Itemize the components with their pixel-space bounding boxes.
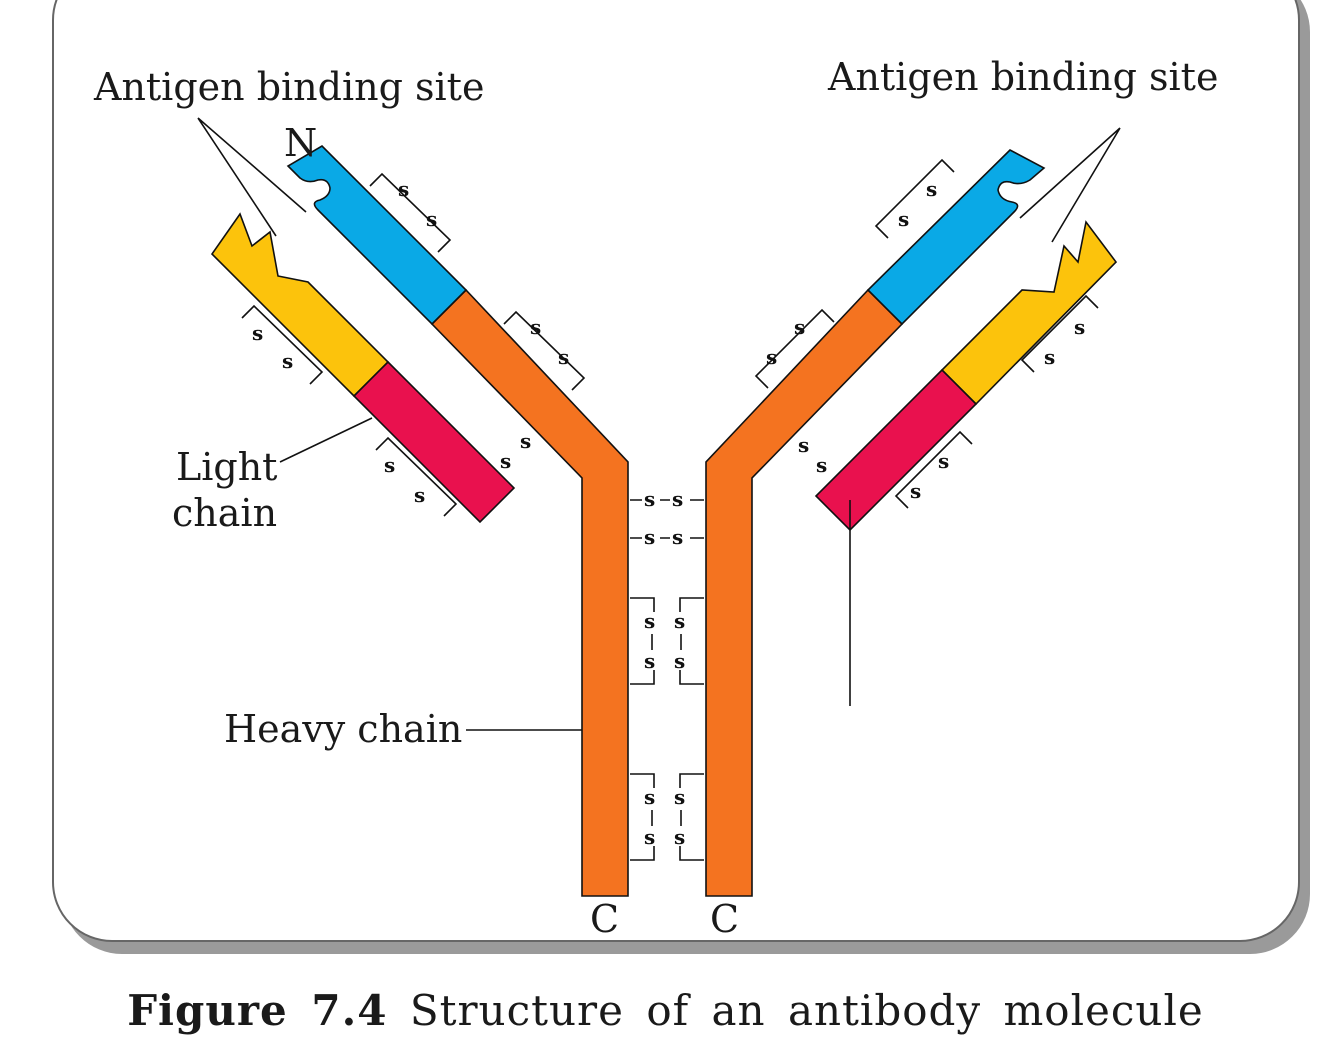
disulfide-brackets-arms: s s s s s s s s s s s s s s s s s s s s	[241, 158, 1099, 517]
figure-number: Figure 7.4	[127, 986, 388, 1035]
c-terminus-left-label: C	[590, 897, 619, 941]
ss-label: s	[426, 207, 437, 231]
ss-label: s	[644, 825, 655, 849]
left-arm	[210, 144, 629, 897]
ss-label: s	[644, 785, 655, 809]
antigen-binding-site-right-label: Antigen binding site	[827, 55, 1218, 99]
left-light-chain-constant	[352, 360, 516, 524]
light-chain-label-line1: Light	[176, 445, 277, 489]
ss-label: s	[798, 433, 809, 457]
antibody-diagram: s s s s s s s s s s s s s s s s s s s s	[93, 55, 1218, 941]
ss-label: s	[766, 345, 777, 369]
right-arm	[705, 149, 1118, 897]
ss-label: s	[938, 449, 949, 473]
left-heavy-chain-constant	[430, 288, 629, 897]
ss-label: s	[644, 649, 655, 673]
ss-label: s	[674, 649, 685, 673]
ss-label: s	[926, 177, 937, 201]
right-light-chain-constant	[814, 368, 978, 532]
ss-label: s	[644, 525, 655, 549]
left-heavy-chain-variable	[286, 144, 468, 326]
figure-caption: Figure 7.4 Structure of an antibody mole…	[0, 986, 1331, 1035]
ss-label: s	[674, 825, 685, 849]
antigen-binding-site-left-label: Antigen binding site	[93, 65, 484, 109]
ss-label: s	[816, 453, 827, 477]
ss-label: s	[794, 315, 805, 339]
ss-label: s	[252, 321, 263, 345]
ss-label: s	[530, 315, 541, 339]
ss-label: s	[898, 207, 909, 231]
figure-caption-text: Structure of an antibody molecule	[409, 986, 1204, 1035]
ss-label: s	[644, 487, 655, 511]
ss-label: s	[674, 785, 685, 809]
light-chain-label-line2: chain	[172, 491, 277, 535]
diagram-frame	[52, 0, 1300, 942]
ss-label: s	[910, 479, 921, 503]
ss-label: s	[398, 177, 409, 201]
ss-label: s	[414, 483, 425, 507]
ss-label: s	[674, 609, 685, 633]
ss-label: s	[558, 345, 569, 369]
ss-label: s	[672, 487, 683, 511]
n-terminus-label: N	[284, 121, 317, 165]
disulfide-brackets-hinge: s s s s s s s s s s s s	[630, 487, 704, 861]
heavy-chain-label: Heavy chain	[224, 707, 462, 751]
right-heavy-chain-constant	[705, 288, 904, 897]
leader-lines	[197, 117, 1121, 731]
right-light-chain-variable	[940, 220, 1118, 406]
ss-label: s	[500, 449, 511, 473]
ss-label: s	[672, 525, 683, 549]
ss-label: s	[1044, 345, 1055, 369]
ss-label: s	[1074, 315, 1085, 339]
ss-label: s	[384, 453, 395, 477]
ss-label: s	[520, 429, 531, 453]
ss-label: s	[282, 349, 293, 373]
ss-label: s	[644, 609, 655, 633]
c-terminus-right-label: C	[710, 897, 739, 941]
right-heavy-chain-variable	[866, 149, 1046, 326]
left-light-chain-variable	[210, 212, 390, 398]
